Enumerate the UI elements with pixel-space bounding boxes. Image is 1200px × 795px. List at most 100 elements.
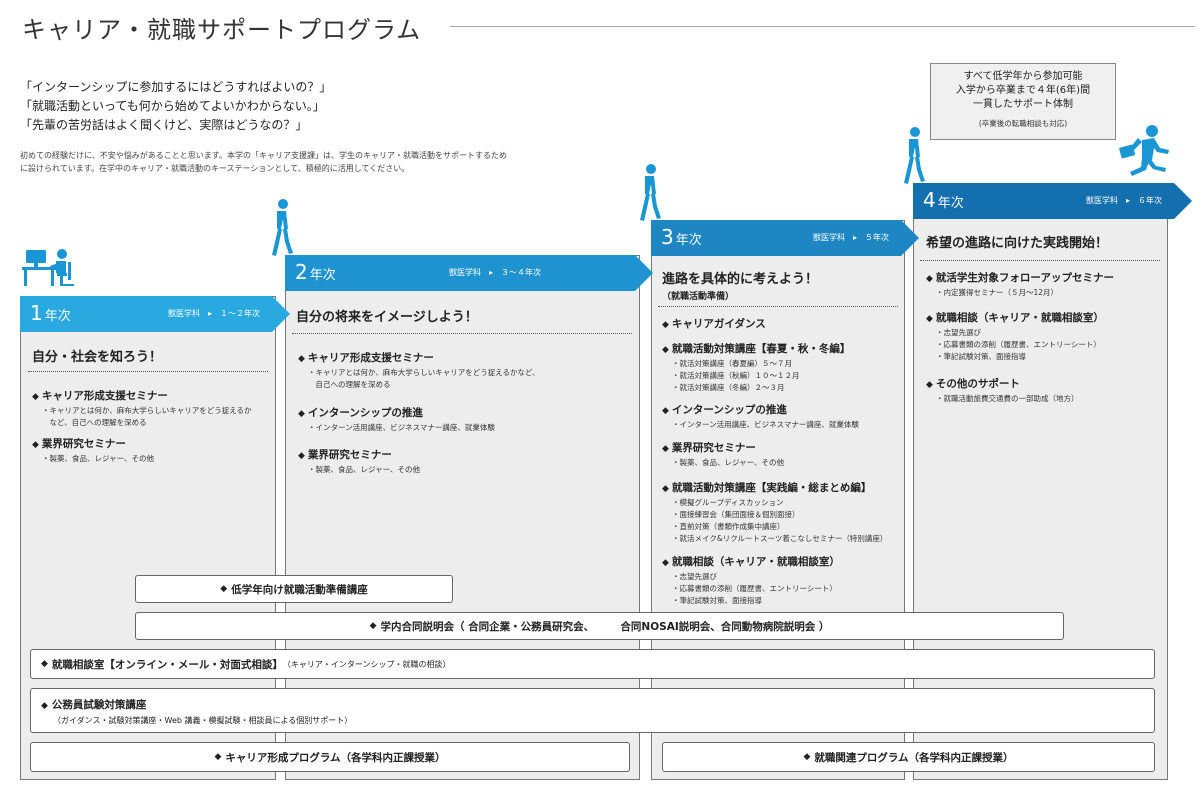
dotted-divider — [292, 333, 632, 334]
program-section: ◆業界研究セミナー ・製薬、食品、レジャー、その他 — [662, 442, 785, 467]
section-item: ・直前対策（書類作成集中講座） — [672, 522, 785, 531]
section-title: その他のサポート — [935, 378, 1020, 390]
bar-label: 就職関連プログラム（各学科内正課授業） — [814, 751, 1014, 764]
program-section: ◆業界研究セミナー ・製薬、食品、レジャー、その他 — [298, 449, 421, 474]
job-program-bar: ◆就職関連プログラム（各学科内正課授業） — [662, 742, 1155, 772]
callout-line: すべて低学年から参加可能 — [963, 71, 1083, 82]
career-program-bar: ◆キャリア形成プログラム（各学科内正課授業） — [30, 742, 630, 772]
banner-arrow-shape — [913, 183, 1192, 219]
program-section: ◆就職相談（キャリア・就職相談室） ・志望先選び ・応募書類の添削（履歴書、エン… — [662, 556, 840, 605]
section-item: ・製薬、食品、レジャー、その他 — [308, 465, 421, 474]
support-callout: すべて低学年から参加可能 入学から卒業まで４年(6年)間 一貫したサポート体制 … — [930, 63, 1116, 140]
section-item: ・インターン活用講座、ビジネスマナー講座、就業体験 — [672, 420, 859, 429]
program-section: ◆就活学生対象フォローアップセミナー ・内定獲得セミナー（５月～12月） — [926, 272, 1115, 297]
section-item: ・就活対策講座（冬編）２～３月 — [672, 383, 785, 392]
bar-label: キャリア形成プログラム（各学科内正課授業） — [225, 751, 446, 764]
program-section: ◆就職活動対策講座【春夏・秋・冬編】 ・就活対策講座（春夏編）５～７月 ・就活対… — [662, 343, 851, 392]
year-2-heading: 自分の将来をイメージしよう！ — [296, 310, 478, 325]
section-title: 就職相談（キャリア・就職相談室） — [671, 556, 840, 568]
department-range: 獣医学科 ▸ ３～４年次 — [448, 268, 541, 277]
section-item: ・キャリアとは何か、麻布大学らしいキャリアをどう捉えるかなど、 — [308, 368, 540, 377]
running-businessman-icon — [1119, 125, 1169, 176]
bar-label: 就職相談室【オンライン・メール・対面式相談】 — [51, 658, 283, 671]
department-range: 獣医学科 ▸ １～２年次 — [167, 309, 260, 318]
section-item: ・就職活動旅費交通費の一部助成（地方） — [936, 394, 1079, 403]
program-section: ◆インターンシップの推進 ・インターン活用講座、ビジネスマナー講座、就業体験 — [298, 407, 495, 432]
section-title: 就職活動対策講座【実践編・総まとめ編】 — [671, 482, 872, 494]
program-section: ◆キャリアガイダンス — [662, 318, 766, 330]
intro-line: 初めての経験だけに、不安や悩みがあることと思います。本学の「キャリア支援課」は、… — [20, 151, 507, 160]
program-section: ◆業界研究セミナー ・製薬、食品、レジャー、その他 — [32, 438, 155, 463]
program-section: ◆キャリア形成支援セミナー ・キャリアとは何か、麻布大学らしいキャリアをどう捉え… — [298, 352, 540, 389]
question-quote: 「インターンシップに参加するにはどうすればよいの？」 — [20, 80, 332, 94]
section-item: ・製薬、食品、レジャー、その他 — [42, 454, 155, 463]
section-title: 業界研究セミナー — [671, 442, 756, 454]
program-section: ◆インターンシップの推進 ・インターン活用講座、ビジネスマナー講座、就業体験 — [662, 404, 859, 429]
section-title: キャリア形成支援セミナー — [307, 352, 434, 364]
callout-line: 一貫したサポート体制 — [973, 99, 1073, 110]
joint-fair-bar: ◆学内合同説明会（ 合同企業・公務員研究会、 合同NOSAI説明会、合同動物病院… — [135, 612, 1064, 640]
year-unit: 年次 — [309, 268, 336, 283]
intro-text: 初めての経験だけに、不安や悩みがあることと思います。本学の「キャリア支援課」は、… — [20, 149, 507, 175]
banner-arrow-shape — [651, 220, 919, 256]
section-title: インターンシップの推進 — [671, 404, 787, 416]
section-item: ・応募書類の添削（履歴書、エントリーシート） — [936, 340, 1101, 349]
walking-person-icon — [272, 199, 293, 256]
lower-grade-prep-bar: ◆低学年向け就職活動準備講座 — [135, 575, 453, 603]
banner-arrow-shape — [20, 296, 290, 332]
banner-arrow-shape — [285, 255, 653, 291]
year-3-column — [651, 220, 905, 780]
callout-note: (卒業後の転職相談も対応) — [978, 119, 1068, 128]
question-quote: 「就職活動といっても何から始めてよいかわからない。」 — [20, 99, 325, 113]
section-title: キャリアガイダンス — [671, 318, 766, 330]
bar-label: 低学年向け就職活動準備講座 — [231, 583, 368, 596]
walking-person-icon — [640, 164, 661, 221]
year-number: 2 — [295, 260, 308, 284]
section-item: など、自己への理解を深める — [42, 418, 147, 427]
section-item: ・志望先選び — [936, 328, 981, 337]
year-4-column — [913, 183, 1168, 780]
consultation-room-bar: ◆就職相談室【オンライン・メール・対面式相談】 （キャリア・インターンシップ・就… — [30, 649, 1155, 679]
section-item: ・模擬グループディスカッション — [672, 498, 784, 507]
year-3-heading: 進路を具体的に考えよう！ — [662, 272, 819, 287]
program-section: ◆キャリア形成支援セミナー ・キャリアとは何か、麻布大学らしいキャリアをどう捉え… — [32, 390, 252, 427]
program-section: ◆その他のサポート ・就職活動旅費交通費の一部助成（地方） — [926, 378, 1079, 403]
section-item: 自己への理解を深める — [308, 380, 391, 389]
walking-person-icon — [904, 127, 925, 184]
section-item: ・インターン活用講座、ビジネスマナー講座、就業体験 — [308, 423, 495, 432]
year-unit: 年次 — [44, 309, 71, 324]
dotted-divider — [658, 306, 898, 307]
year-unit: 年次 — [937, 196, 964, 211]
bar-label: 学内合同説明会（ 合同企業・公務員研究会、 合同NOSAI説明会、合同動物病院説… — [380, 620, 830, 633]
section-item: ・就活メイク&リクルートスーツ着こなしセミナー（特別講座） — [672, 534, 888, 543]
year-4-heading: 希望の進路に向けた実践開始！ — [926, 236, 1109, 251]
department-range: 獣医学科 ▸ ６年次 — [1085, 196, 1162, 205]
question-list: 「インターンシップに参加するにはどうすればよいの？」 「就職活動といっても何から… — [20, 78, 331, 135]
section-item: ・内定獲得セミナー（５月～12月） — [936, 288, 1059, 297]
year-1-heading: 自分・社会を知ろう！ — [32, 350, 163, 365]
title-divider — [450, 26, 1195, 27]
section-title: 就活学生対象フォローアップセミナー — [935, 272, 1115, 284]
section-title: 業界研究セミナー — [41, 438, 126, 450]
page-title: キャリア・就職サポートプログラム — [22, 16, 422, 44]
bar-sublabel: （キャリア・インターンシップ・就職の相談） — [282, 659, 451, 669]
section-title: キャリア形成支援セミナー — [41, 390, 168, 402]
dotted-divider — [920, 260, 1160, 261]
section-item: ・筆記試験対策、面接指導 — [672, 596, 762, 605]
year-number: 4 — [923, 188, 936, 212]
section-title: 就職相談（キャリア・就職相談室） — [935, 312, 1104, 324]
year-number: 3 — [661, 225, 674, 249]
department-range: 獣医学科 ▸ ５年次 — [812, 233, 889, 242]
section-item: ・志望先選び — [672, 572, 717, 581]
desk-worker-icon — [22, 249, 74, 286]
section-item: ・応募書類の添削（履歴書、エントリーシート） — [672, 584, 837, 593]
program-section: ◆就職相談（キャリア・就職相談室） ・志望先選び ・応募書類の添削（履歴書、エン… — [926, 312, 1104, 361]
section-item: ・就活対策講座（秋編）１０～１２月 — [672, 371, 800, 380]
